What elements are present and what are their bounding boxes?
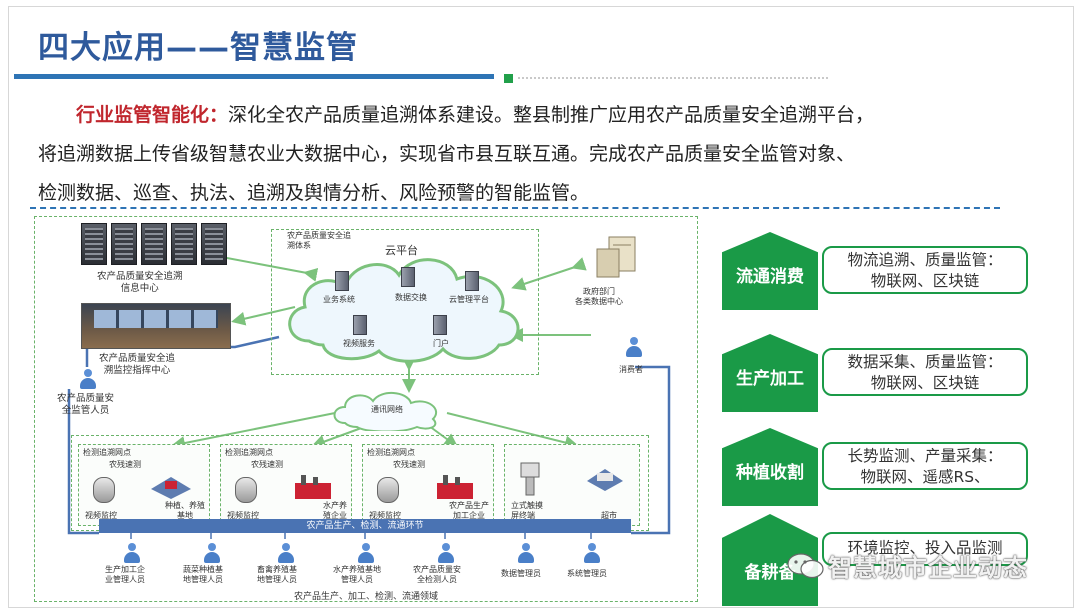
server-icon	[335, 271, 349, 291]
server-icon	[465, 271, 479, 291]
staff-label: 生产加工企 业管理人员	[105, 565, 145, 584]
gov-data-center-label: 政府部门 各类数据中心	[575, 287, 623, 306]
command-center-label: 农产品质量安全追 溯监控指挥中心	[99, 353, 176, 376]
staff-person-icon	[277, 543, 295, 563]
cloud-service-label: 门户	[433, 339, 449, 348]
monitoring-node-row: 检测追溯网点 农残速测 视频监控 种植、养殖 基地 检测追溯网点 农残速测 视频…	[71, 435, 649, 531]
staff-label: 水产养殖基地 管理人员	[333, 565, 381, 584]
watermark-text: 智慧城市企业动态	[828, 554, 1028, 582]
paragraph-line-1-text: 深化全农产品质量追溯体系建设。整县制推广应用农产品质量安全追溯平台，	[228, 104, 875, 126]
cloud-service-label: 视频服务	[343, 339, 375, 348]
node-right-label: 水产养 殖企业	[323, 501, 347, 520]
node-sub: 农残速测	[251, 460, 283, 469]
staff-person-icon	[437, 543, 455, 563]
stage-description: 长势监测、产量采集： 物联网、遥感RS、	[822, 442, 1028, 490]
database-server-icon	[596, 236, 636, 278]
node-right-label: 农产品生产 加工企业	[449, 501, 489, 520]
node-title: 检测追溯网点	[225, 448, 273, 457]
cloud-icon	[288, 258, 520, 363]
staff-label: 系统管理员	[567, 569, 607, 578]
staff-person-icon	[123, 543, 141, 563]
factory-icon	[295, 475, 331, 499]
network-label: 通讯网络	[371, 405, 403, 414]
node-left-label: 视频监控	[85, 511, 117, 520]
server-rack-image	[81, 223, 231, 265]
diagram-bottom-caption: 农产品生产、加工、检测、流通领域	[293, 592, 438, 602]
architecture-diagram: 农产品质量安全追溯 信息中心 农产品质量安全追 溯监控指挥中心 农产品质量安 全…	[34, 216, 698, 602]
node-title: 检测追溯网点	[83, 448, 131, 457]
stage-label: 种植收割	[736, 463, 804, 483]
server-icon	[353, 315, 367, 335]
supervisor-label: 农产品质量安 全监管人员	[57, 393, 115, 416]
paragraph-line-1: 行业监管智能化：深化全农产品质量追溯体系建设。整县制推广应用农产品质量安全追溯平…	[38, 96, 1028, 135]
stage-preparation: 备耕备 环境监控、投入品监测	[722, 514, 1028, 606]
control-room-image	[81, 303, 231, 349]
supermarket-icon	[587, 469, 623, 491]
process-bar: 农产品生产、检测、流通环节	[99, 519, 631, 533]
staff-label: 畜禽养殖基 地管理人员	[257, 565, 297, 584]
cloud-platform-label: 云平台	[385, 244, 418, 257]
title-accent-dot	[504, 74, 513, 83]
farm-base-icon	[151, 477, 191, 499]
cloud-service-label: 云管理平台	[449, 295, 489, 304]
cloud-system-box	[271, 229, 539, 375]
paragraph-lead: 行业监管智能化：	[76, 104, 229, 126]
touch-terminal-label: 立式触摸 屏终端	[511, 501, 543, 520]
node-left-label: 视频监控	[227, 511, 259, 520]
server-icon	[401, 267, 415, 287]
stage-planting: 种植收割 长势监测、产量采集： 物联网、遥感RS、	[722, 428, 1028, 506]
staff-label: 数据管理员	[501, 569, 541, 578]
factory-icon	[437, 475, 473, 499]
staff-person-icon	[583, 543, 601, 563]
network-cloud-icon	[333, 392, 438, 431]
slide-title: 四大应用——智慧监管	[38, 30, 358, 66]
staff-label: 农产品质量安 全检测人员	[413, 565, 461, 584]
consumer-person-icon	[625, 337, 643, 357]
node-sub: 农残速测	[393, 460, 425, 469]
staff-person-icon	[357, 543, 375, 563]
monitoring-node: 检测追溯网点 农残速测 视频监控 农产品生产 加工企业	[362, 444, 494, 526]
stage-processing: 生产加工 数据采集、质量监管： 物联网、区块链	[722, 334, 1028, 412]
title-underline	[14, 74, 494, 79]
node-sub: 农残速测	[109, 460, 141, 469]
node-title: 检测追溯网点	[367, 448, 415, 457]
cloud-service-label: 数据交换	[395, 293, 427, 302]
supervisor-person-icon	[79, 369, 97, 389]
cloud-service-label: 业务系统	[323, 295, 355, 304]
supermarket-label: 超市	[601, 511, 617, 520]
paragraph-line-3: 检测数据、巡查、执法、追溯及舆情分析、风险预警的智能监管。	[38, 182, 590, 204]
stage-description: 环境监控、投入品监测	[822, 532, 1028, 566]
wechat-icon	[787, 553, 824, 579]
camera-icon	[235, 477, 257, 503]
title-dotted-rule	[518, 77, 828, 79]
staff-person-icon	[203, 543, 221, 563]
camera-icon	[93, 477, 115, 503]
retail-node: 立式触摸 屏终端 超市	[504, 444, 640, 526]
cloud-system-label: 农产品质量安全追 溯体系	[287, 231, 351, 250]
monitoring-node: 检测追溯网点 农残速测 视频监控 水产养 殖企业	[220, 444, 352, 526]
paragraph-line-2: 将追溯数据上传省级智慧农业大数据中心，实现省市县互联互通。完成农产品质量安全监管…	[38, 143, 856, 165]
stage-label: 备耕备	[744, 563, 796, 583]
info-center-label: 农产品质量安全追溯 信息中心	[97, 271, 183, 294]
stage-description: 物流追溯、质量监管： 物联网、区块链	[822, 246, 1028, 294]
monitoring-node: 检测追溯网点 农残速测 视频监控 种植、养殖 基地	[78, 444, 210, 526]
server-icon	[433, 315, 447, 335]
camera-icon	[377, 477, 399, 503]
staff-label: 蔬菜种植基 地管理人员	[183, 565, 223, 584]
intro-paragraph: 行业监管智能化：深化全农产品质量追溯体系建设。整县制推广应用农产品质量安全追溯平…	[38, 96, 1028, 213]
stage-label: 流通消费	[736, 267, 804, 287]
touch-terminal-icon	[520, 462, 540, 496]
stage-description: 数据采集、质量监管： 物联网、区块链	[822, 348, 1028, 396]
stage-label: 生产加工	[736, 369, 804, 389]
stage-circulation: 流通消费 物流追溯、质量监管： 物联网、区块链	[722, 232, 1028, 310]
consumer-label: 消费者	[619, 365, 643, 374]
staff-person-icon	[517, 543, 535, 563]
section-divider	[30, 207, 1000, 209]
node-left-label: 视频监控	[369, 511, 401, 520]
node-right-label: 种植、养殖 基地	[165, 501, 205, 520]
